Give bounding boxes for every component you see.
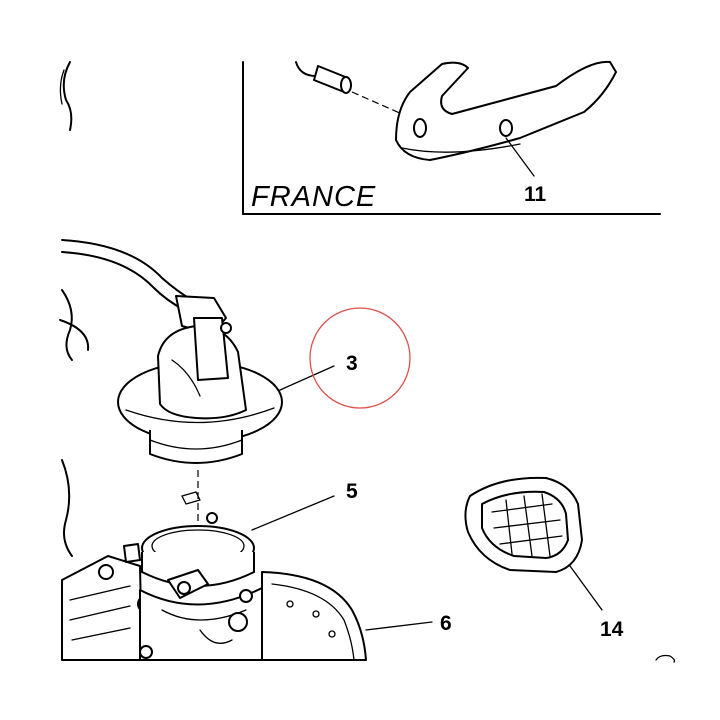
region-label-france: FRANCE	[251, 181, 376, 213]
left-edge-fragments	[59, 61, 90, 557]
callout-line-11	[505, 137, 535, 177]
callout-14: 14	[600, 618, 624, 641]
callout-line-14	[569, 565, 603, 611]
base-housing	[61, 543, 676, 663]
clamp-part-5	[141, 495, 335, 599]
bracket-part-11	[395, 60, 617, 177]
callout-6: 6	[440, 612, 452, 635]
highlight-circle	[309, 307, 411, 409]
callout-11: 11	[524, 183, 547, 206]
callout-line-3	[279, 365, 335, 391]
callout-line-5	[251, 495, 335, 531]
callout-3: 3	[346, 352, 358, 375]
france-inset: FRANCE 11	[242, 60, 661, 215]
callout-5: 5	[346, 480, 358, 503]
pin-part	[295, 61, 403, 115]
vacuum-capsule-part-3	[117, 317, 335, 464]
callout-line-6	[365, 621, 433, 631]
grille-part-14	[464, 476, 603, 611]
